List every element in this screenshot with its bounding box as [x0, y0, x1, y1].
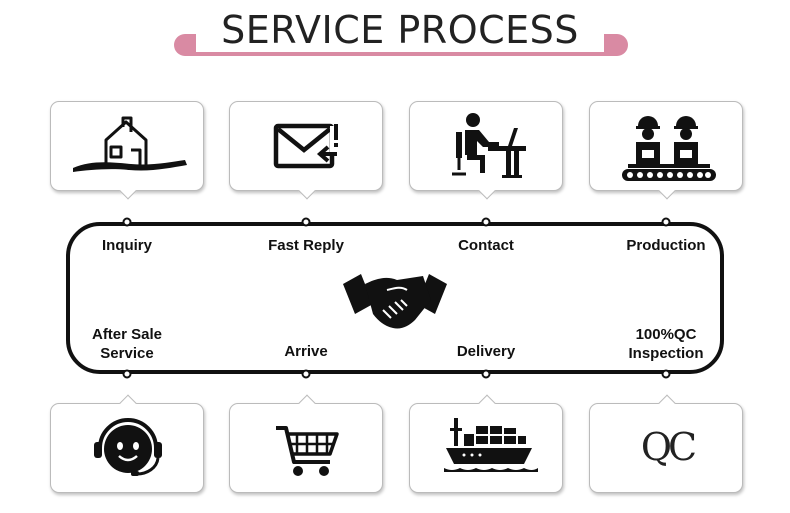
node-dot: [661, 369, 671, 379]
handshake-icon: [343, 274, 447, 329]
step-label-delivery: Delivery: [456, 343, 516, 360]
step-label-arrive: Arrive: [284, 343, 328, 360]
step-label-inquiry: Inquiry: [101, 237, 152, 254]
mail-reply-icon: [273, 123, 340, 169]
step-label-production: Production: [626, 237, 706, 254]
step-box-inquiry: [50, 101, 204, 200]
step-box-qc-inspection: QC: [589, 394, 743, 493]
step-label-fast-reply: Fast Reply: [268, 237, 344, 254]
desk-worker-icon: [452, 113, 526, 178]
factory-workers-icon: [622, 116, 716, 181]
node-dot: [301, 369, 311, 379]
cargo-ship-icon: [444, 418, 538, 472]
step-box-after-sale: [50, 394, 204, 493]
step-box-delivery: [409, 394, 563, 493]
headset-support-icon: [94, 418, 162, 476]
step-box-fast-reply: [229, 101, 383, 200]
node-dot: [661, 217, 671, 227]
process-loop: [66, 222, 724, 374]
title-banner: SERVICE PROCESS: [0, 0, 790, 70]
house-icon: [73, 116, 187, 172]
step-box-production: [589, 101, 743, 200]
step-label-contact: Contact: [458, 237, 514, 254]
step-label-qc-inspection: 100%QC Inspection: [628, 326, 704, 362]
node-dot: [122, 217, 132, 227]
node-dot: [481, 217, 491, 227]
node-dot: [481, 369, 491, 379]
page-title: SERVICE PROCESS: [221, 8, 579, 52]
qc-icon: QC: [640, 425, 697, 469]
step-label-after-sale: After Sale Service: [91, 326, 163, 362]
shopping-cart-icon: [276, 426, 339, 476]
step-box-arrive: [229, 394, 383, 493]
node-dot: [122, 369, 132, 379]
node-dot: [301, 217, 311, 227]
step-box-contact: [409, 101, 563, 200]
